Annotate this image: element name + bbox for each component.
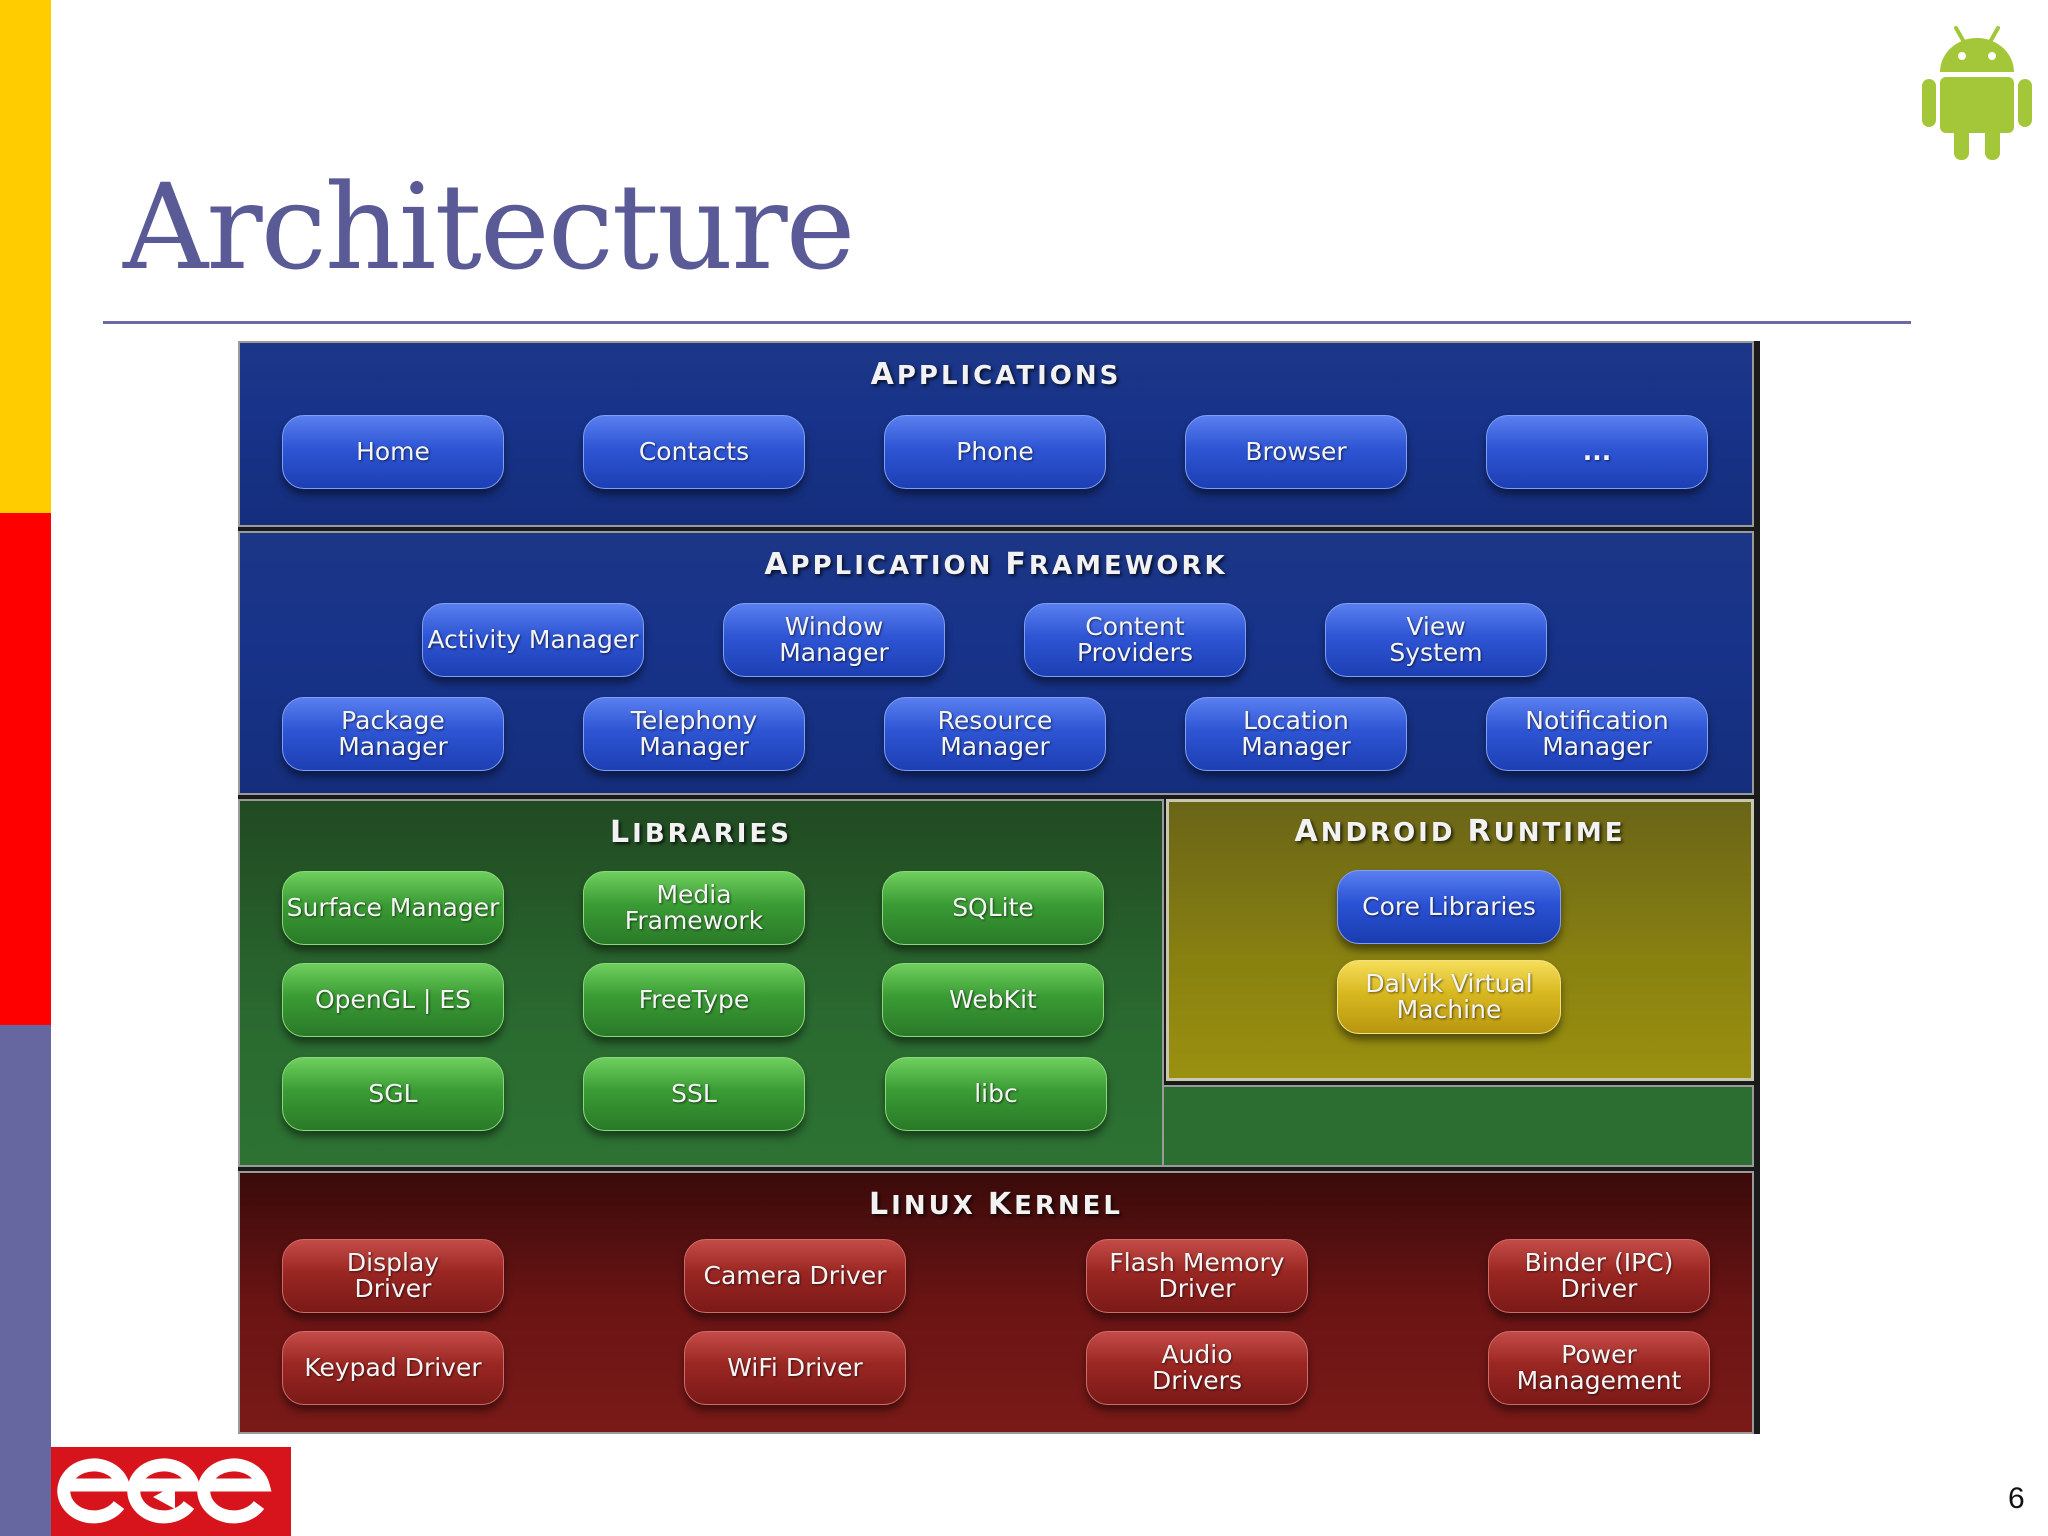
lib-freetype: FreeType [583,963,805,1037]
libraries-layer-extension [1164,1085,1754,1167]
linux-kernel-layer: LINUX KERNEL Display Driver Camera Drive… [238,1171,1754,1434]
fw-view-system: View System [1325,603,1547,677]
application-framework-layer: APPLICATION FRAMEWORK Activity Manager W… [238,531,1754,795]
app-contacts: Contacts [583,415,805,489]
android-runtime-layer: ANDROID RUNTIME Core Libraries Dalvik Vi… [1166,799,1754,1081]
ece-logo-mark [57,1458,272,1524]
kernel-camera-driver: Camera Driver [684,1239,906,1313]
lib-surface-manager: Surface Manager [282,871,504,945]
applications-layer: APPLICATIONS Home Contacts Phone Browser… [238,341,1754,527]
slide-title: Architecture [123,158,855,296]
runtime-dalvik-vm: Dalvik Virtual Machine [1337,960,1561,1034]
kernel-keypad-driver: Keypad Driver [282,1331,504,1405]
app-home: Home [282,415,504,489]
fw-content-providers: Content Providers [1024,603,1246,677]
lib-ssl: SSL [583,1057,805,1131]
fw-notification-manager: Notification Manager [1486,697,1708,771]
kernel-wifi-driver: WiFi Driver [684,1331,906,1405]
android-robot-icon [1922,26,2032,160]
fw-location-manager: Location Manager [1185,697,1407,771]
kernel-power-management: Power Management [1488,1331,1710,1405]
fw-activity-manager: Activity Manager [422,603,644,677]
libraries-title: LIBRARIES [610,815,792,850]
stripe-red [0,513,51,1025]
applications-title: APPLICATIONS [870,357,1122,392]
fw-package-manager: Package Manager [282,697,504,771]
lib-sqlite: SQLite [882,871,1104,945]
app-browser: Browser [1185,415,1407,489]
runtime-core-libraries: Core Libraries [1337,870,1561,944]
fw-resource-manager: Resource Manager [884,697,1106,771]
lib-sgl: SGL [282,1057,504,1131]
lib-webkit: WebKit [882,963,1104,1037]
fw-window-manager: Window Manager [723,603,945,677]
fw-telephony-manager: Telephony Manager [583,697,805,771]
app-phone: Phone [884,415,1106,489]
app-more: ... [1486,415,1708,489]
libraries-layer: LIBRARIES Surface Manager Media Framewor… [238,799,1164,1167]
slide-number: 6 [2008,1482,2025,1515]
lib-opengl-es: OpenGL | ES [282,963,504,1037]
title-rule [103,321,1911,324]
lib-media-framework: Media Framework [583,871,805,945]
lib-libc: libc [885,1057,1107,1131]
framework-title: APPLICATION FRAMEWORK [764,547,1228,582]
stripe-purple [0,1025,51,1536]
stripe-yellow [0,0,51,513]
ece-logo [51,1447,291,1536]
kernel-flash-memory-driver: Flash Memory Driver [1086,1239,1308,1313]
android-architecture-diagram: APPLICATIONS Home Contacts Phone Browser… [238,341,1760,1434]
kernel-title: LINUX KERNEL [869,1187,1123,1222]
kernel-audio-drivers: Audio Drivers [1086,1331,1308,1405]
runtime-title: ANDROID RUNTIME [1294,814,1626,849]
kernel-binder-ipc-driver: Binder (IPC) Driver [1488,1239,1710,1313]
kernel-display-driver: Display Driver [282,1239,504,1313]
